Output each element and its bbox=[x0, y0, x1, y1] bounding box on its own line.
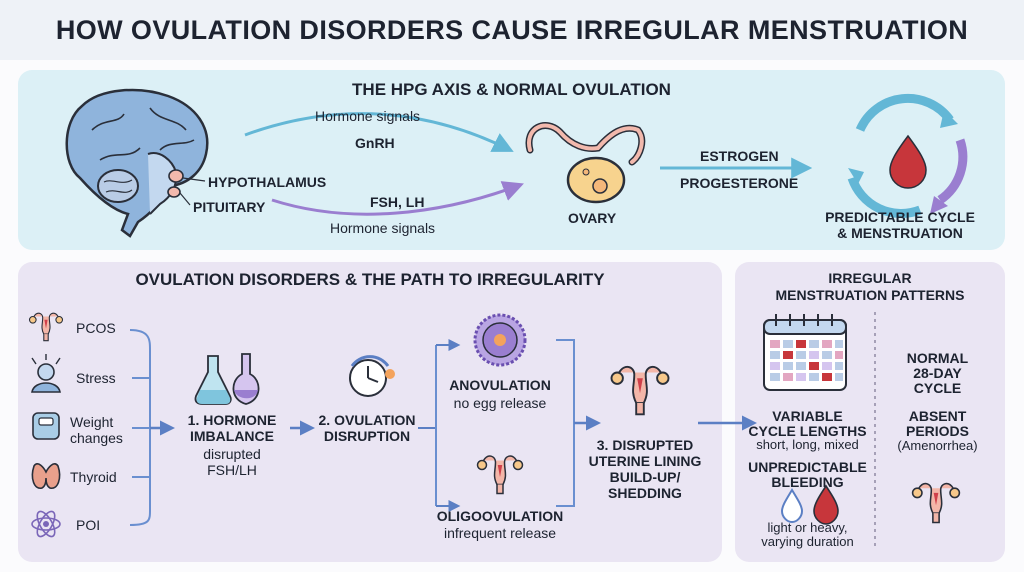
bleeding-sub-2: varying duration bbox=[761, 534, 854, 549]
hypothalamus-label: HYPOTHALAMUS bbox=[208, 174, 327, 190]
cause-stress: Stress bbox=[76, 370, 116, 386]
anovulation-sub: no egg release bbox=[453, 395, 547, 411]
fsh-lh-label: FSH, LH bbox=[370, 194, 425, 210]
step3-title-4: SHEDDING bbox=[608, 485, 682, 501]
step3-title-3: BUILD-UP/ bbox=[609, 469, 681, 485]
step3-title-1: 3. DISRUPTED bbox=[596, 437, 694, 453]
oligoovulation-sub: infrequent release bbox=[443, 525, 557, 541]
page-title: HOW OVULATION DISORDERS CAUSE IRREGULAR … bbox=[0, 0, 1024, 60]
unpredictable-title-2: BLEEDING bbox=[771, 474, 844, 490]
patterns-header-1: IRREGULAR bbox=[828, 270, 912, 286]
absent-sub: (Amenorrhea) bbox=[897, 438, 978, 453]
unpredictable-title-1: UNPREDICTABLE bbox=[748, 459, 867, 475]
variable-title-2: CYCLE LENGTHS bbox=[748, 423, 867, 439]
cause-pcos: PCOS bbox=[76, 320, 116, 336]
fsh-lh-caption: Hormone signals bbox=[330, 220, 436, 236]
step1-title-1: 1. HORMONE bbox=[187, 412, 277, 428]
step1-title-2: IMBALANCE bbox=[190, 428, 274, 444]
cause-thyroid: Thyroid bbox=[70, 469, 117, 485]
hpg-axis-header: THE HPG AXIS & NORMAL OVULATION bbox=[352, 80, 671, 99]
absent-title-2: PERIODS bbox=[905, 423, 969, 439]
ovary-label: OVARY bbox=[568, 210, 617, 226]
normal-cycle-2: 28-DAY bbox=[913, 365, 962, 381]
cause-weight-1: Weight bbox=[70, 414, 114, 430]
step1-sub-1: disrupted bbox=[203, 446, 261, 462]
step2-title-2: DISRUPTION bbox=[323, 428, 411, 444]
pituitary-label: PITUITARY bbox=[193, 199, 266, 215]
cause-poi: POI bbox=[76, 517, 101, 533]
anovulation-label: ANOVULATION bbox=[449, 377, 551, 393]
step2-title-1: 2. OVULATION bbox=[318, 412, 416, 428]
normal-cycle-1: NORMAL bbox=[906, 350, 969, 366]
variable-title-1: VARIABLE bbox=[772, 408, 843, 424]
gnrh-label: GnRH bbox=[355, 135, 395, 151]
variable-sub: short, long, mixed bbox=[756, 437, 859, 452]
progesterone-label: PROGESTERONE bbox=[680, 175, 799, 191]
step1-sub-2: FSH/LH bbox=[207, 462, 257, 478]
estrogen-label: ESTROGEN bbox=[700, 148, 779, 164]
oligoovulation-label: OLIGOOVULATION bbox=[436, 508, 564, 524]
cycle-label-1: PREDICTABLE CYCLE bbox=[825, 209, 975, 225]
normal-cycle-3: CYCLE bbox=[913, 380, 962, 396]
disorders-header: OVULATION DISORDERS & THE PATH TO IRREGU… bbox=[135, 270, 605, 289]
cycle-label-2: & MENSTRUATION bbox=[837, 225, 963, 241]
gnrh-caption: Hormone signals bbox=[315, 108, 421, 124]
step3-title-2: UTERINE LINING bbox=[588, 453, 702, 469]
patterns-header-2: MENSTRUATION PATTERNS bbox=[775, 287, 965, 303]
absent-title-1: ABSENT bbox=[908, 408, 967, 424]
cause-weight-2: changes bbox=[70, 430, 123, 446]
bleeding-sub-1: light or heavy, bbox=[767, 520, 848, 535]
